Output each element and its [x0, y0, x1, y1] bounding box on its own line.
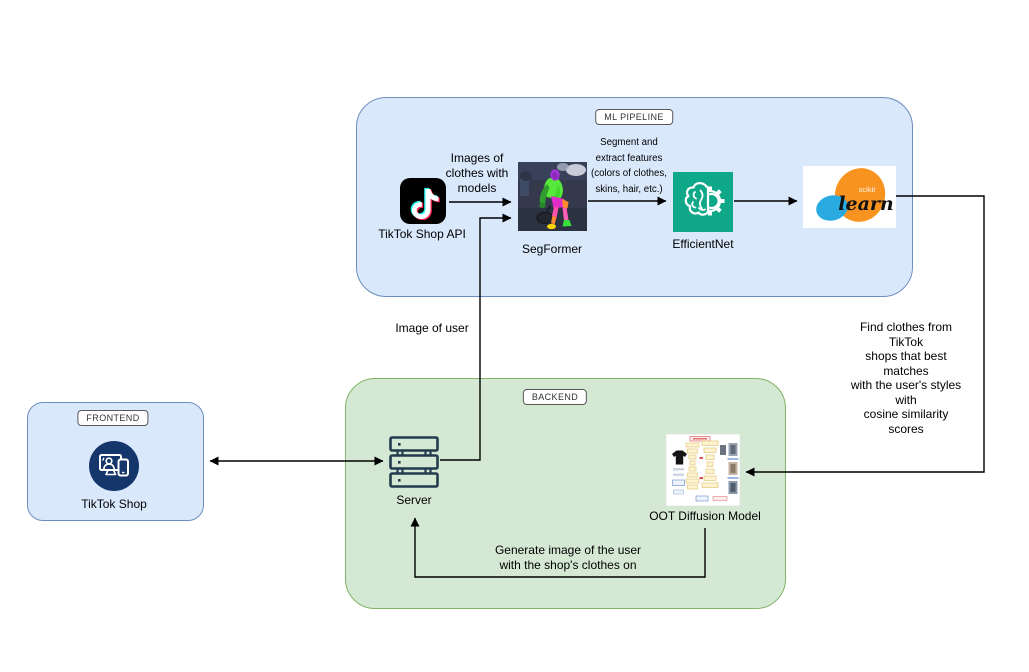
tiktok-shop-device-icon	[89, 441, 139, 491]
edge-label-find-clothes: Find clothes from TikTok shops that best…	[850, 320, 962, 436]
oot-diffusion-label: OOT Diffusion Model	[649, 509, 761, 523]
oot-diffusion-image	[666, 434, 740, 506]
edge-label-image-of-user: Image of user	[395, 321, 469, 335]
edge-label-segment-extract: Segment and extract features (colors of …	[591, 137, 667, 195]
efficientnet-label: EfficientNet	[672, 237, 734, 251]
server-label: Server	[396, 493, 432, 507]
sklearn-scikit-text: scikit	[859, 185, 877, 194]
tiktok-logo-icon	[400, 178, 446, 224]
frontend-chip: FRONTEND	[77, 410, 149, 426]
segformer-label: SegFormer	[521, 242, 583, 256]
segformer-image	[518, 162, 587, 231]
server-icon	[389, 436, 439, 488]
tiktok-shop-label: TikTok Shop	[81, 497, 147, 511]
ml-pipeline-chip: ML PIPELINE	[595, 109, 673, 125]
tiktok-api-label: TikTok Shop API	[378, 227, 466, 241]
backend-chip: BACKEND	[522, 389, 588, 405]
edge-label-generate-image: Generate image of the user with the shop…	[494, 543, 642, 572]
efficientnet-brain-gear-icon	[673, 172, 733, 232]
sklearn-logo: scikit learn	[803, 166, 896, 228]
edge-label-images-of-clothes: Images of clothes with models	[445, 151, 509, 195]
sklearn-learn-text: learn	[838, 193, 893, 215]
